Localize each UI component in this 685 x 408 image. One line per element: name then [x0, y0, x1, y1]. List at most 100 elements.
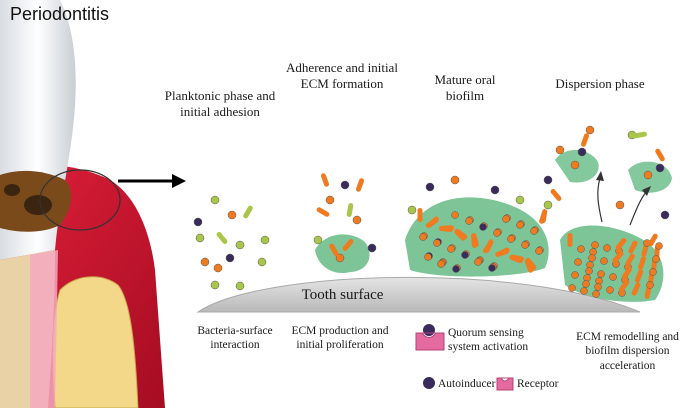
bacterium	[210, 195, 220, 205]
bacterium	[660, 210, 670, 220]
bacterium	[582, 280, 590, 288]
bacterium	[646, 281, 654, 289]
rod-bacterium	[550, 189, 562, 201]
rod-bacterium	[625, 253, 635, 267]
rod-bacterium	[243, 205, 253, 219]
bacterium	[655, 242, 663, 250]
rod-bacterium	[471, 234, 477, 248]
dispersion-arrow-head	[596, 171, 604, 181]
bacterium	[419, 233, 427, 241]
bacterium	[488, 264, 496, 272]
rod-bacterium	[417, 208, 423, 222]
bacterium	[570, 160, 580, 170]
rod-bacterium	[439, 226, 453, 232]
phase-label-mature: Mature oral biofilm	[434, 72, 496, 104]
rod-bacterium	[483, 240, 493, 254]
receptor-icon	[415, 332, 445, 351]
rod-bacterium	[618, 279, 630, 293]
bacteria-layer	[193, 125, 670, 299]
bacterium	[588, 254, 596, 262]
bacterium	[592, 290, 600, 298]
dispersion-arrow	[597, 177, 603, 223]
bacterium	[325, 195, 335, 205]
rod-bacterium	[628, 240, 638, 254]
rod-bacterium	[580, 133, 590, 147]
caption-ecm-production: ECM production and initial proliferation	[291, 325, 389, 352]
bacterium	[474, 258, 482, 266]
rod-bacterium	[631, 282, 641, 296]
plaque-spot	[24, 195, 52, 215]
bacterium	[655, 163, 665, 173]
caption-bacteria-surface: Bacteria-surface interaction	[197, 325, 273, 352]
rod-bacterium	[648, 233, 658, 247]
bacterium	[461, 251, 469, 259]
bacterium	[213, 263, 223, 273]
bacterium	[521, 241, 529, 249]
legend-autoinducer-label: Autoinducer	[438, 378, 496, 390]
rod-bacterium	[638, 256, 646, 270]
bacterium	[367, 243, 377, 253]
rod-bacterium	[342, 239, 354, 251]
bacterium	[447, 245, 455, 253]
bacterium	[594, 283, 602, 291]
bacterium	[352, 215, 362, 225]
rod-bacterium	[320, 173, 330, 187]
caption-quorum-sensing: Quorum sensing system activation	[448, 327, 529, 354]
plaque-spot	[4, 184, 20, 196]
rod-bacterium	[329, 243, 339, 257]
bacterium	[450, 175, 460, 185]
bacterium	[200, 257, 210, 267]
tooth-surface-label: Tooth surface	[301, 287, 384, 303]
legend-receptor-label: Receptor	[517, 378, 559, 390]
bacterium	[502, 215, 510, 223]
bacterium	[649, 268, 657, 276]
periodontal-ligament	[30, 250, 58, 408]
bacterium	[424, 253, 432, 261]
ecm-patch-small	[315, 234, 370, 274]
bacterium	[507, 235, 515, 243]
bacterium	[407, 205, 417, 215]
bacterium	[313, 235, 323, 245]
autoinducer-legend-icon	[423, 377, 435, 389]
diagram-title: Periodontitis	[10, 4, 110, 24]
bacterium	[609, 273, 617, 281]
bacterium	[479, 223, 487, 231]
bacterium	[225, 253, 235, 263]
bacterium	[227, 210, 237, 220]
bacterium	[577, 245, 585, 253]
rod-bacterium	[539, 210, 547, 224]
bacterium	[465, 217, 473, 225]
bacterium	[260, 235, 270, 245]
bacterium	[580, 287, 588, 295]
bacterium	[433, 239, 441, 247]
rod-bacterium	[425, 218, 439, 228]
bacterium	[452, 265, 460, 273]
bacterium	[543, 200, 553, 210]
bacterium	[257, 257, 267, 267]
rod-bacterium	[216, 232, 228, 244]
dispersion-arrow-head	[642, 186, 651, 196]
bacterium	[574, 258, 582, 266]
rod-bacterium	[509, 254, 523, 264]
bacterium	[193, 217, 203, 227]
rod-bacterium	[495, 249, 509, 257]
rod-bacterium	[655, 148, 665, 162]
bacterium	[603, 244, 611, 252]
bacterium	[195, 233, 205, 243]
bacterium	[577, 147, 587, 157]
bacterium	[606, 286, 614, 294]
rod-bacterium	[346, 203, 354, 217]
bacterium	[597, 270, 605, 278]
receptor-legend-icon	[496, 377, 514, 391]
dispersion-arrow	[629, 191, 647, 226]
bacterium	[340, 180, 350, 190]
rod-bacterium	[567, 233, 573, 247]
bacterium	[515, 195, 525, 205]
rod-bacterium	[634, 269, 644, 283]
bacterium	[535, 247, 543, 255]
bacterium	[437, 260, 445, 268]
bacterium	[543, 175, 553, 185]
bacterium	[530, 227, 538, 235]
bacterium	[493, 229, 501, 237]
